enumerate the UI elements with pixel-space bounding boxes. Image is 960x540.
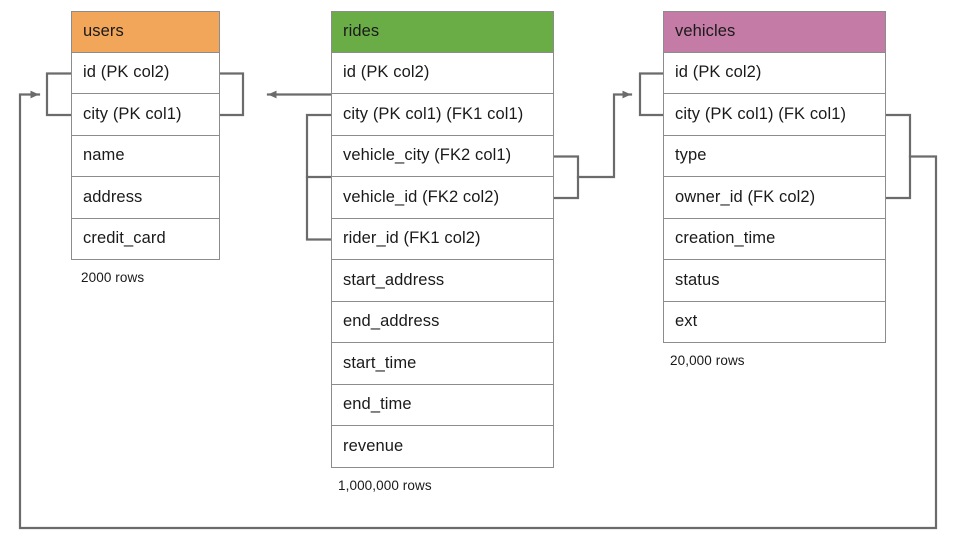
field-vehicles-type[interactable]: type [663,135,886,177]
field-label: end_address [343,312,440,331]
field-label: address [83,187,143,206]
field-users-credit-card[interactable]: credit_card [71,218,220,260]
table-users-header: users [71,11,220,53]
field-label: type [675,146,707,165]
field-label: revenue [343,436,404,455]
field-rides-end-time[interactable]: end_time [331,384,554,426]
connector-rides-left-bracket [305,113,333,241]
field-label: ext [675,312,698,331]
field-label: credit_card [83,229,166,248]
field-vehicles-owner-id[interactable]: owner_id (FK col2) [663,177,886,219]
field-label: name [83,146,125,165]
field-users-address[interactable]: address [71,177,220,219]
field-label: rider_id (FK1 col2) [343,229,481,248]
field-rides-end-address[interactable]: end_address [331,301,554,343]
field-label: city (PK col1) (FK1 col1) [343,104,524,123]
field-label: vehicle_id (FK2 col2) [343,187,500,206]
field-label: owner_id (FK col2) [675,187,816,206]
table-vehicles-header: vehicles [663,11,886,53]
field-label: vehicle_city (FK2 col1) [343,146,512,165]
connector-vehicles-left-bracket [638,72,665,117]
field-label: id (PK col2) [83,63,170,82]
field-users-name[interactable]: name [71,135,220,177]
field-rides-vehicle-city[interactable]: vehicle_city (FK2 col1) [331,135,554,177]
table-users[interactable]: users id (PK col2) city (PK col1) name a… [71,11,220,260]
table-users-row-count: 2000 rows [81,270,145,285]
field-rides-start-address[interactable]: start_address [331,260,554,302]
field-vehicles-id[interactable]: id (PK col2) [663,52,886,94]
connector-users-left-bracket [45,72,73,117]
field-label: status [675,270,720,289]
field-users-id[interactable]: id (PK col2) [71,52,220,94]
connector-rides-right-bracket [552,155,580,200]
field-label: id (PK col2) [343,63,430,82]
field-label: id (PK col2) [675,63,762,82]
table-rides-header: rides [331,11,554,53]
field-label: start_time [343,353,417,372]
table-vehicles-row-count: 20,000 rows [670,353,745,368]
field-rides-rider-id[interactable]: rider_id (FK1 col2) [331,218,554,260]
field-label: end_time [343,395,412,414]
field-rides-start-time[interactable]: start_time [331,343,554,385]
field-label: city (PK col1) [83,104,182,123]
field-users-city[interactable]: city (PK col1) [71,94,220,136]
table-vehicles[interactable]: vehicles id (PK col2) city (PK col1) (FK… [663,11,886,343]
field-rides-revenue[interactable]: revenue [331,426,554,468]
field-label: city (PK col1) (FK col1) [675,104,847,123]
connector-rides-fk2-to-vehicles [576,90,633,179]
field-label: creation_time [675,229,776,248]
field-rides-vehicle-id[interactable]: vehicle_id (FK2 col2) [331,177,554,219]
field-vehicles-status[interactable]: status [663,260,886,302]
field-rides-id[interactable]: id (PK col2) [331,52,554,94]
field-label: start_address [343,270,445,289]
connector-vehicles-right-bracket [884,113,912,200]
field-rides-city[interactable]: city (PK col1) (FK1 col1) [331,94,554,136]
table-rides-title: rides [343,22,380,41]
field-vehicles-creation-time[interactable]: creation_time [663,218,886,260]
table-users-title: users [83,22,124,41]
field-vehicles-city[interactable]: city (PK col1) (FK col1) [663,94,886,136]
table-rides-row-count: 1,000,000 rows [338,478,432,493]
field-vehicles-ext[interactable]: ext [663,301,886,343]
connector-users-right-bracket [218,72,245,117]
table-vehicles-title: vehicles [675,22,736,41]
table-rides[interactable]: rides id (PK col2) city (PK col1) (FK1 c… [331,11,554,468]
